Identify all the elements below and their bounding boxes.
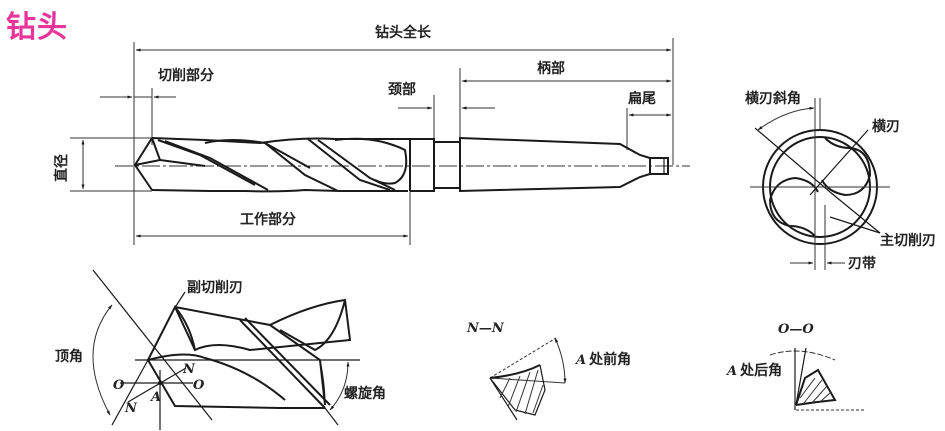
- diameter-label: 直径: [53, 154, 70, 182]
- total-length-label: 钻头全长: [375, 24, 432, 41]
- end-view: 横刃斜角 横刃 主切削刃 刃带: [745, 90, 936, 272]
- o-label-right: O: [193, 378, 205, 393]
- point-a-label: A: [149, 390, 161, 405]
- section-oo-title: O—O: [778, 322, 814, 337]
- helix-angle-label: 螺旋角: [344, 385, 386, 402]
- secondary-cutting-edge-label: 副切削刃: [187, 279, 243, 296]
- neck-section: [410, 138, 435, 192]
- working-part-label: 工作部分: [240, 211, 296, 228]
- margin-label: 刃带: [848, 256, 876, 272]
- chisel-edge-angle-label: 横刃斜角: [745, 90, 801, 107]
- chisel-edge-label: 横刃: [872, 118, 900, 135]
- tang-label: 扁尾: [628, 90, 656, 107]
- shank: [459, 136, 651, 193]
- n-label-top: N: [182, 362, 196, 377]
- cutting-part-label: 切削部分: [158, 67, 214, 84]
- drill-body: [133, 137, 411, 193]
- o-label-left: O: [113, 378, 125, 393]
- tang: [650, 157, 669, 175]
- main-side-view: 钻头全长 柄部 切削部分 颈部 扁尾 直径 工作部分: [53, 24, 690, 245]
- n-label-bottom: N: [124, 401, 138, 416]
- shank-label: 柄部: [537, 60, 565, 77]
- point-angle-label: 顶角: [55, 348, 83, 365]
- neck-label: 颈部: [387, 81, 416, 98]
- section-nn-title: N—N: [466, 321, 505, 336]
- main-cutting-edge-label: 主切削刃: [880, 232, 936, 249]
- page-title: 钻头: [6, 10, 68, 45]
- tip-view: 顶角 螺旋角 O O N N A 副切削刃: [55, 269, 386, 430]
